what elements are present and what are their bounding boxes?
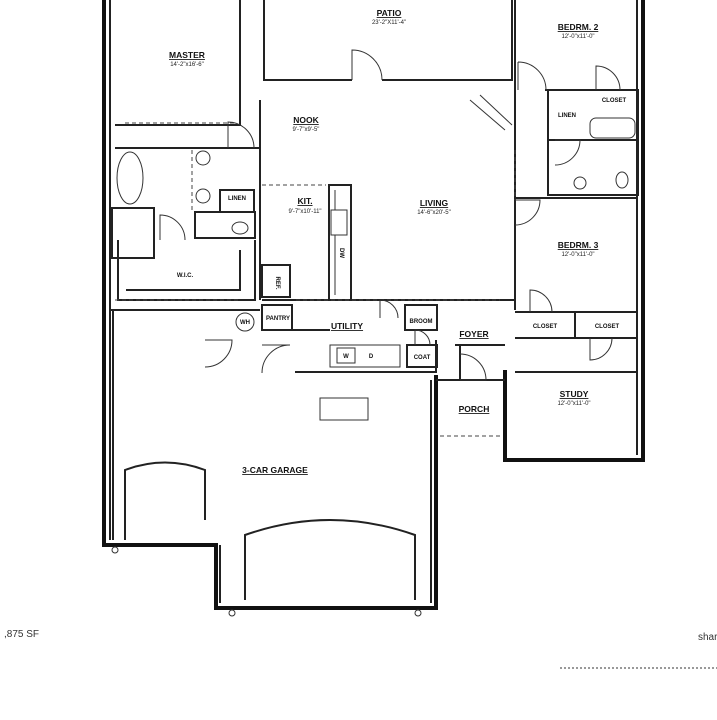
footer-right-text: shar bbox=[698, 632, 717, 643]
toilet-bath2 bbox=[615, 171, 629, 189]
bedrm2-dim: 12'-0"x11'-0" bbox=[561, 34, 594, 40]
nook-label: NOOK bbox=[293, 115, 319, 125]
exterior-walls bbox=[102, 0, 645, 610]
tub-oval bbox=[116, 151, 144, 205]
dashed-openings bbox=[115, 122, 516, 301]
closet-bed2-label: CLOSET bbox=[602, 98, 627, 104]
garage-label: 3-CAR GARAGE bbox=[242, 465, 308, 475]
garage-skylight bbox=[319, 397, 369, 421]
kit-dim: 9'-7"x10'-11" bbox=[288, 209, 321, 215]
coat-label: COAT bbox=[414, 355, 431, 361]
master-dim: 14'-2"x16'-6" bbox=[170, 62, 204, 68]
doors bbox=[159, 49, 621, 381]
sink-master-1 bbox=[195, 150, 211, 166]
linen-bath-label: LINEN bbox=[558, 113, 576, 119]
square-feet-text: ,875 SF bbox=[4, 629, 39, 640]
room-labels: PATIO 23'-2"X11'-4" BEDRM. 2 12'-0"x11'-… bbox=[169, 8, 599, 475]
garage-doors bbox=[111, 461, 422, 617]
kitchen-sink bbox=[330, 209, 348, 236]
study-label: STUDY bbox=[560, 389, 589, 399]
tub-bath2 bbox=[589, 117, 636, 139]
bedrm2-label: BEDRM. 2 bbox=[558, 22, 599, 32]
dryer-label: D bbox=[369, 354, 374, 360]
nook-dim: 9'-7"x9'-5" bbox=[293, 127, 320, 133]
washer-label: W bbox=[343, 354, 349, 360]
dw-label: DW bbox=[338, 248, 344, 258]
master-label: MASTER bbox=[169, 50, 205, 60]
living-label: LIVING bbox=[420, 198, 449, 208]
utility-label: UTILITY bbox=[331, 321, 363, 331]
patio-label: PATIO bbox=[377, 8, 402, 18]
water-heater bbox=[235, 312, 255, 332]
ref-label: REF. bbox=[274, 276, 280, 289]
interior-walls bbox=[110, 0, 639, 603]
fixtures bbox=[116, 94, 636, 421]
study-dim: 12'-0"x11'-0" bbox=[557, 401, 590, 407]
wic-label: W.I.C. bbox=[177, 273, 194, 279]
broom-label: BROOM bbox=[410, 319, 433, 325]
living-dim: 14'-6"x20'-5" bbox=[417, 210, 451, 216]
closet-bed3-left-label: CLOSET bbox=[533, 324, 558, 330]
linen-master-label: LINEN bbox=[228, 196, 246, 202]
closet-bed3-right-label: CLOSET bbox=[595, 324, 620, 330]
sink-bath2 bbox=[573, 176, 587, 190]
porch-label: PORCH bbox=[459, 404, 490, 414]
wh-label: WH bbox=[240, 320, 250, 326]
bedrm3-label: BEDRM. 3 bbox=[558, 240, 599, 250]
pantry-label: PANTRY bbox=[266, 316, 290, 322]
foyer-label: FOYER bbox=[459, 329, 488, 339]
sink-master-2 bbox=[195, 188, 211, 204]
bedrm3-dim: 12'-0"x11'-0" bbox=[561, 252, 594, 258]
patio-dim: 23'-2"X11'-4" bbox=[372, 20, 406, 26]
toilet-master bbox=[231, 221, 249, 235]
small-labels: CLOSET LINEN LINEN W.I.C. PANTRY BROOM C… bbox=[177, 98, 627, 364]
kit-label: KIT. bbox=[297, 196, 312, 206]
